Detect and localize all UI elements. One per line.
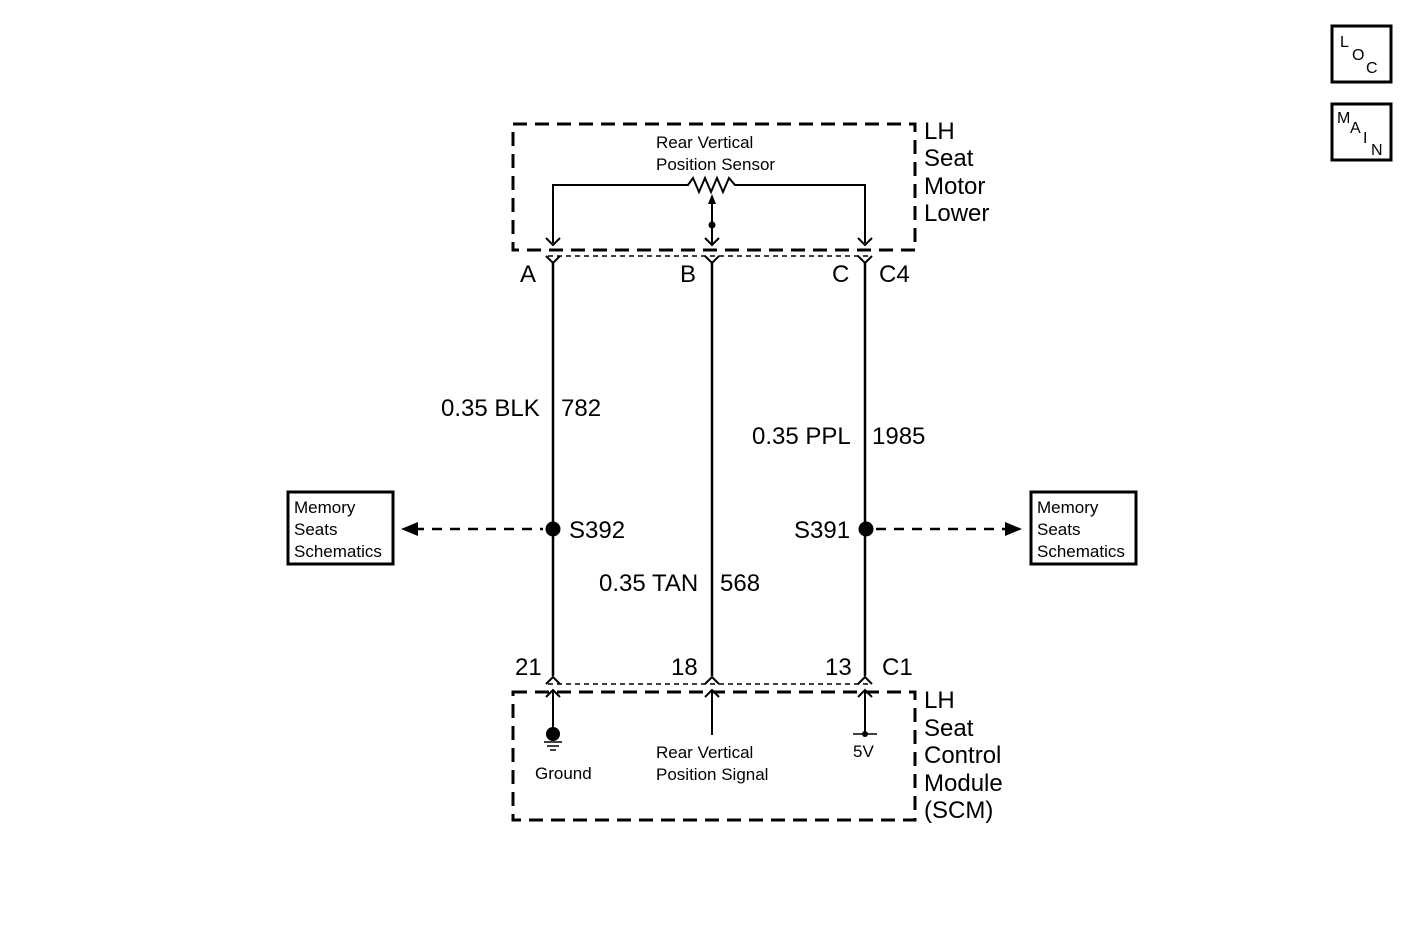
wire-ppl-color-label: 0.35 PPL xyxy=(752,423,851,450)
svg-text:N: N xyxy=(1371,142,1383,159)
pin-c-label: C xyxy=(832,261,849,288)
voltage-5v-label: 5V xyxy=(853,742,874,761)
ground-label: Ground xyxy=(535,764,592,783)
wire-blk-circuit-label: 782 xyxy=(561,395,601,422)
main-button[interactable]: M A I N xyxy=(1330,102,1393,162)
wire-tan-circuit-label: 568 xyxy=(720,570,760,597)
splice-s392-label: S392 xyxy=(569,517,625,544)
wire-tan-color-label: 0.35 TAN xyxy=(599,570,698,597)
pin-13-label: 13 xyxy=(825,654,852,681)
svg-text:L: L xyxy=(1340,34,1349,51)
pin-b-label: B xyxy=(680,261,696,288)
position-signal-label: Rear Vertical Position Signal xyxy=(656,743,768,784)
connector-c1-label: C1 xyxy=(882,654,913,681)
splice-s391-dot xyxy=(858,521,874,537)
svg-text:O: O xyxy=(1352,47,1364,64)
connector-c4-label: C4 xyxy=(879,261,910,288)
right-reference-arrowhead xyxy=(1005,522,1022,536)
seat-control-module-label: LH Seat Control Module (SCM) xyxy=(924,687,1009,824)
seat-motor-lower-label: LH Seat Motor Lower xyxy=(924,118,992,227)
svg-text:I: I xyxy=(1363,130,1367,147)
pin-a-label: A xyxy=(520,261,536,288)
lower-terminal-arrows xyxy=(545,688,873,735)
memory-seats-schematics-right-link[interactable]: Memory Seats Schematics xyxy=(1029,490,1138,566)
ground-icon xyxy=(544,727,562,751)
c4-connector-chevrons xyxy=(545,255,873,265)
memory-seats-schematics-left-link[interactable]: Memory Seats Schematics xyxy=(286,490,395,566)
upper-terminal-arrows xyxy=(545,237,873,247)
splice-s392-dot xyxy=(545,521,561,537)
potentiometer-symbol xyxy=(552,175,866,244)
left-reference-arrowhead xyxy=(401,522,418,536)
svg-text:C: C xyxy=(1366,60,1378,77)
wire-blk-color-label: 0.35 BLK xyxy=(441,395,540,422)
seat-motor-lower-boundary xyxy=(511,122,917,252)
splice-s391-label: S391 xyxy=(794,517,850,544)
c1-connector-chevrons xyxy=(545,675,873,685)
svg-text:Memory Seats Schem: Memory Seats Schematics xyxy=(1037,498,1125,561)
pin-18-label: 18 xyxy=(671,654,698,681)
wiper-arrow xyxy=(708,194,716,229)
svg-text:A: A xyxy=(1350,120,1361,137)
svg-text:M: M xyxy=(1337,110,1350,127)
wire-ppl-circuit-label: 1985 xyxy=(872,423,925,450)
svg-text:Memory Seats Schem: Memory Seats Schematics xyxy=(294,498,382,561)
voltage-reference-icon xyxy=(853,731,877,737)
pin-21-label: 21 xyxy=(515,654,542,681)
loc-button[interactable]: L O C xyxy=(1330,24,1393,84)
position-sensor-label: Rear Vertical Position Sensor xyxy=(656,133,775,174)
